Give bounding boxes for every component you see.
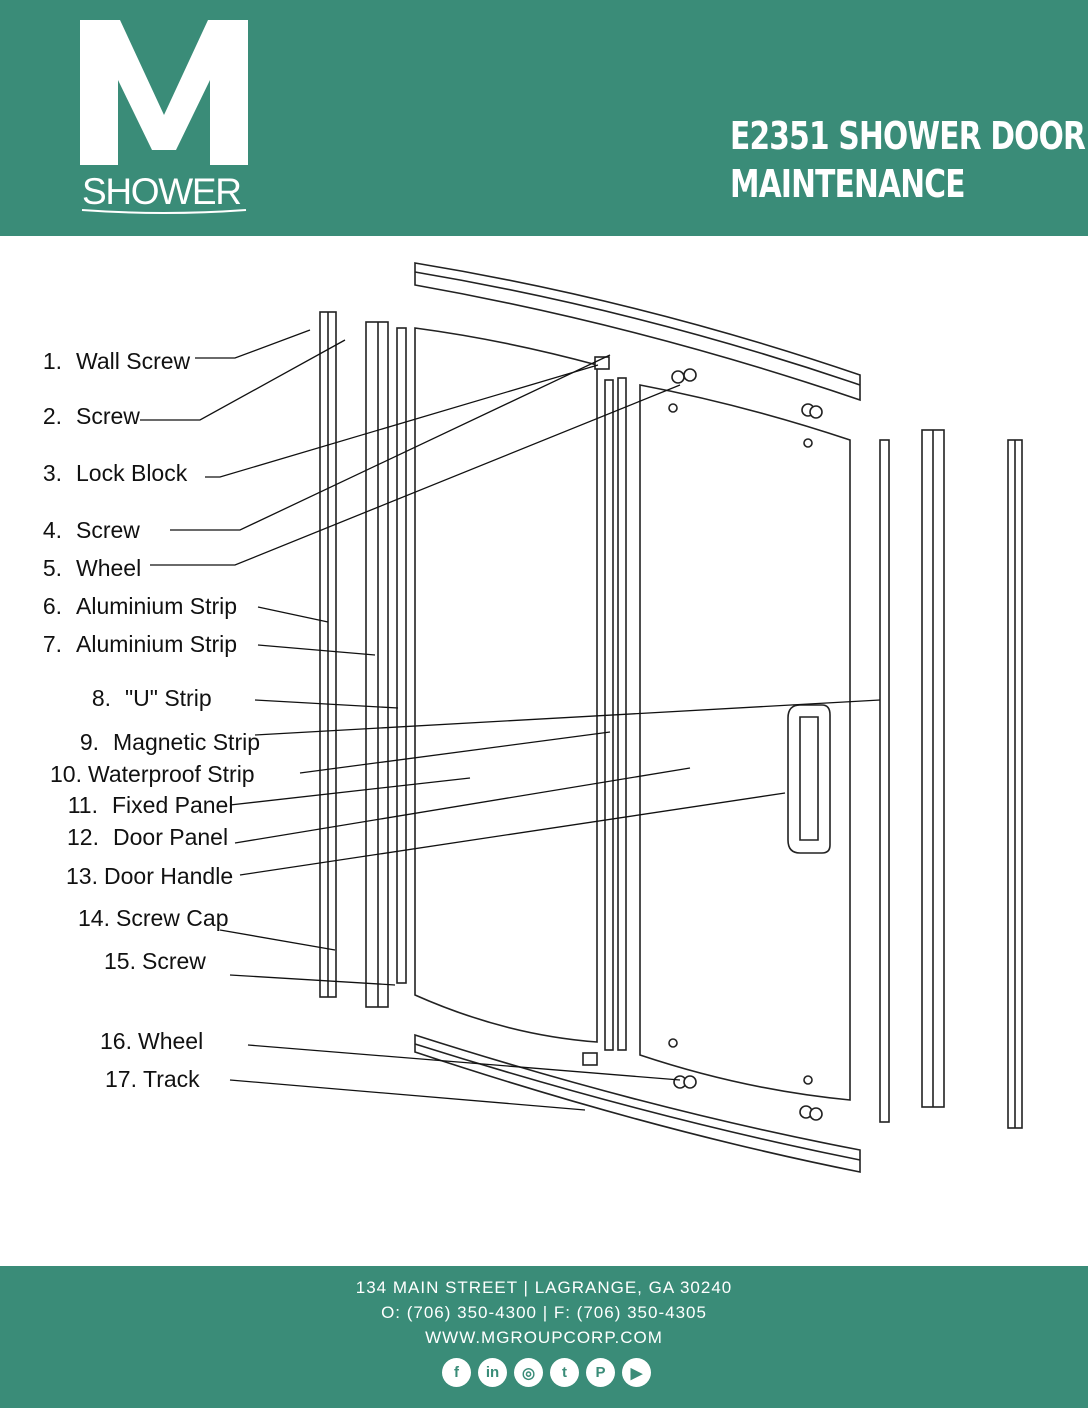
- footer: 134 MAIN STREET | LAGRANGE, GA 30240 O: …: [0, 1266, 1088, 1408]
- part-label-3: 3.Lock Block: [42, 460, 188, 486]
- footer-phone: O: (706) 350-4300 | F: (706) 350-4305: [381, 1303, 707, 1322]
- part-label-11: 11.Fixed Panel: [67, 792, 234, 818]
- footer-address: 134 MAIN STREET | LAGRANGE, GA 30240: [355, 1278, 733, 1297]
- part-label-8: 8."U" Strip: [91, 685, 212, 711]
- part-label-10: 10.Waterproof Strip: [50, 761, 255, 787]
- svg-text:SHOWER: SHOWER: [82, 171, 242, 212]
- part-label-7: 7.Aluminium Strip: [42, 631, 238, 657]
- part-label-16: 16.Wheel: [100, 1028, 204, 1054]
- part-label-4: 4.Screw: [42, 517, 140, 543]
- header: SHOWER E2351 SHOWER DOOR MAINTENANCE: [0, 0, 1088, 236]
- m-shower-logo: SHOWER: [80, 20, 248, 214]
- part-label-9: 9.Magnetic Strip: [79, 729, 261, 755]
- twitter-icon[interactable]: t: [550, 1358, 579, 1387]
- part-label-15: 15.Screw: [104, 948, 206, 974]
- part-label-13: 13.Door Handle: [66, 863, 234, 889]
- part-label-1: 1.Wall Screw: [42, 348, 191, 374]
- part-label-14: 14.Screw Cap: [78, 905, 229, 931]
- part-label-17: 17.Track: [105, 1066, 200, 1092]
- part-label-5: 5.Wheel: [42, 555, 142, 581]
- pinterest-icon[interactable]: P: [586, 1358, 615, 1387]
- social-links: f in ◎ t P ▶: [442, 1358, 651, 1387]
- part-label-2: 2.Screw: [42, 403, 140, 429]
- part-label-6: 6.Aluminium Strip: [42, 593, 238, 619]
- title-line-1: E2351 SHOWER DOOR: [730, 114, 1086, 158]
- instagram-icon[interactable]: ◎: [514, 1358, 543, 1387]
- facebook-icon[interactable]: f: [442, 1358, 471, 1387]
- linkedin-icon[interactable]: in: [478, 1358, 507, 1387]
- footer-website[interactable]: WWW.MGROUPCORP.COM: [425, 1328, 663, 1347]
- part-label-12: 12.Door Panel: [67, 824, 229, 850]
- page-title: E2351 SHOWER DOOR MAINTENANCE: [730, 112, 1086, 208]
- youtube-icon[interactable]: ▶: [622, 1358, 651, 1387]
- title-line-2: MAINTENANCE: [730, 162, 965, 206]
